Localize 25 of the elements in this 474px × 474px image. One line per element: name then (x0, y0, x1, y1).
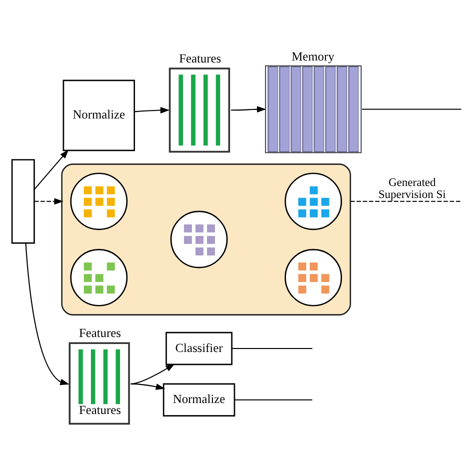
node-label: Memory (292, 49, 334, 64)
node-box: Normalize (62, 79, 135, 151)
node-label: Features (78, 326, 121, 340)
arrow (230, 106, 266, 112)
connector (362, 108, 462, 110)
arrow (34, 198, 64, 204)
node-box (11, 158, 35, 244)
arrow (130, 363, 175, 384)
arrow (134, 106, 170, 113)
edge-label: Generated Supervision Si (378, 176, 446, 201)
connector (350, 200, 462, 202)
cluster (61, 163, 352, 315)
node-circle (70, 172, 128, 230)
connector (232, 347, 312, 349)
node-circle (70, 248, 128, 306)
arrow (34, 148, 69, 190)
node-label: Features (179, 50, 222, 65)
connector (234, 398, 312, 400)
node-box: Normalize (162, 382, 236, 416)
node-circle (284, 172, 342, 230)
node-circle (284, 248, 342, 306)
node-circle (170, 210, 228, 268)
arrow (25, 242, 70, 385)
node-box: Classifier (166, 331, 232, 365)
arrow (130, 382, 166, 390)
